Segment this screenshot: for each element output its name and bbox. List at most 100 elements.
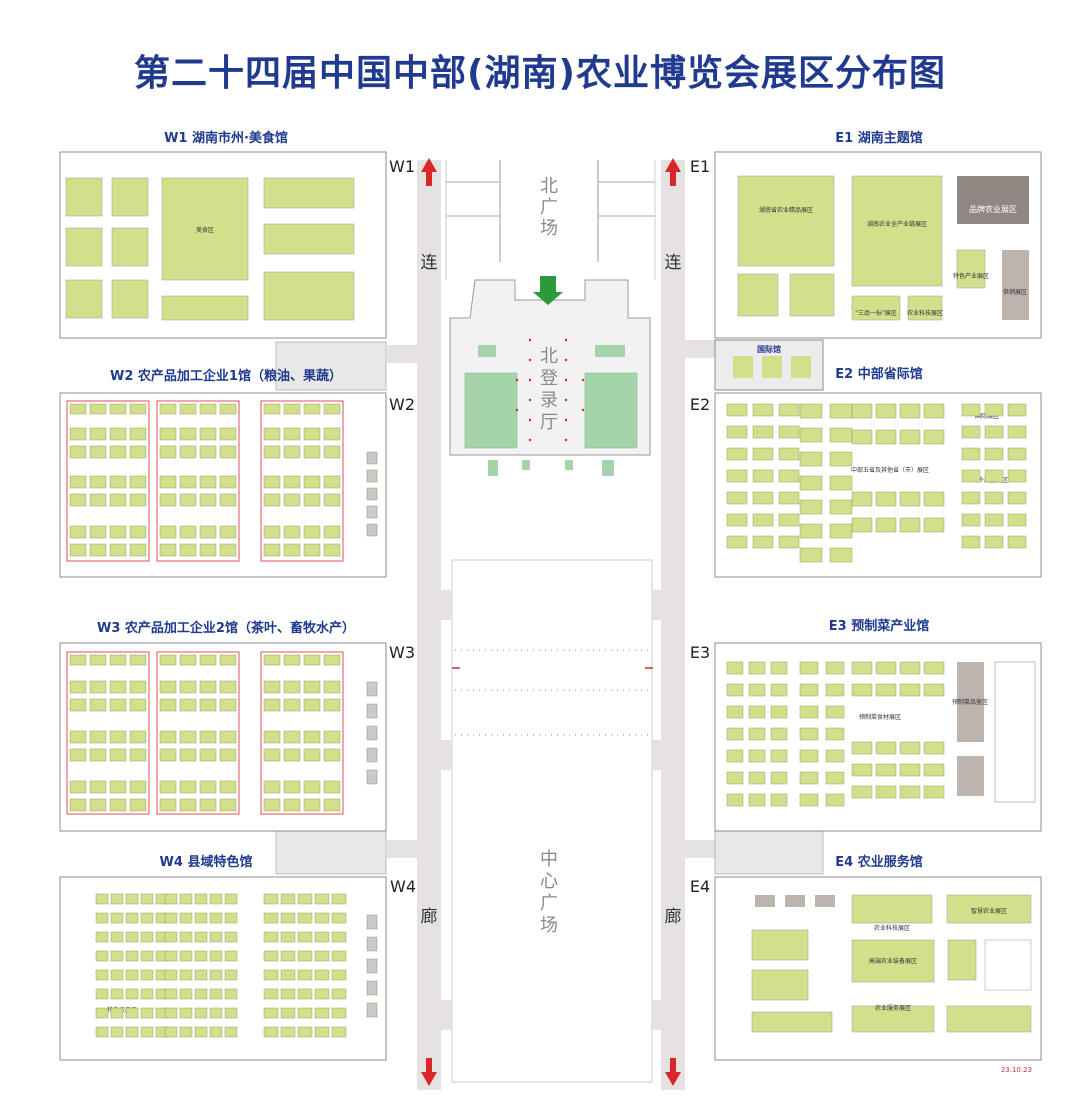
booth — [89, 475, 107, 489]
east-corridor-label-bottom: 廊 — [665, 907, 682, 927]
booth — [323, 798, 341, 812]
north-plaza-char-2: 广 — [540, 197, 558, 218]
booth — [303, 654, 321, 666]
booth — [199, 730, 217, 744]
booth — [69, 780, 87, 794]
booth — [366, 451, 378, 465]
booth — [984, 535, 1004, 549]
booth — [770, 661, 788, 675]
booth — [1007, 447, 1027, 461]
booth — [314, 893, 330, 905]
booth-block-outline — [260, 651, 344, 815]
zone-e1-c: 品牌农业展区 — [969, 204, 1017, 214]
booth — [263, 525, 281, 539]
booth — [314, 988, 330, 1000]
booth — [110, 988, 124, 1000]
booth — [366, 505, 378, 519]
booth — [331, 931, 347, 943]
booth — [159, 493, 177, 507]
booth — [69, 698, 87, 712]
booth — [283, 748, 301, 762]
zone-e1-d: 特色产业展区 — [953, 272, 989, 280]
booth — [263, 445, 281, 459]
booth — [799, 683, 819, 697]
booth — [961, 535, 981, 549]
booth — [179, 493, 197, 507]
booth — [825, 727, 845, 741]
booth — [125, 988, 139, 1000]
booth — [109, 403, 127, 415]
booth — [961, 447, 981, 461]
booth — [109, 493, 127, 507]
booth — [875, 683, 897, 697]
booth — [159, 730, 177, 744]
booth — [799, 793, 819, 807]
booth — [179, 680, 197, 694]
booth — [825, 661, 845, 675]
booth — [164, 912, 178, 924]
booth-grid — [66, 400, 1027, 1038]
booth — [224, 969, 238, 981]
booth — [825, 683, 845, 697]
booth — [224, 912, 238, 924]
booth — [89, 698, 107, 712]
booth — [140, 1026, 154, 1038]
booth — [129, 654, 147, 666]
booth — [899, 763, 921, 777]
booth — [323, 427, 341, 441]
booth — [314, 1007, 330, 1019]
booth — [297, 1007, 313, 1019]
booth — [303, 780, 321, 794]
booth — [199, 543, 217, 557]
booth — [961, 403, 981, 417]
booth — [179, 730, 197, 744]
booth — [984, 425, 1004, 439]
booth — [69, 680, 87, 694]
east-corridor — [661, 160, 685, 1090]
booth — [1007, 425, 1027, 439]
booth — [726, 513, 748, 527]
booth — [851, 785, 873, 799]
lobby-char-2: 登 — [540, 368, 558, 389]
booth — [109, 780, 127, 794]
central-plaza-char-3: 广 — [540, 893, 558, 914]
booth — [748, 793, 766, 807]
booth — [323, 403, 341, 415]
booth — [961, 513, 981, 527]
booth — [89, 493, 107, 507]
booth — [129, 748, 147, 762]
booth — [923, 763, 945, 777]
booth — [1007, 403, 1027, 417]
booth — [303, 680, 321, 694]
booth — [923, 683, 945, 697]
booth — [283, 427, 301, 441]
booth — [799, 705, 819, 719]
booth — [194, 969, 208, 981]
booth — [263, 988, 279, 1000]
hall-title-e1: E1 湖南主题馆 — [835, 130, 922, 146]
booth — [109, 525, 127, 539]
booth — [179, 893, 193, 905]
lobby-char-4: 厅 — [540, 412, 558, 433]
booth — [159, 403, 177, 415]
booth — [323, 730, 341, 744]
booth — [323, 525, 341, 539]
booth — [179, 931, 193, 943]
booth — [323, 543, 341, 557]
booth — [219, 427, 237, 441]
booth — [129, 445, 147, 459]
booth — [799, 403, 823, 419]
north-plaza-char-1: 北 — [540, 176, 558, 197]
booth — [280, 893, 296, 905]
booth — [283, 403, 301, 415]
booth — [770, 793, 788, 807]
hall-title-e3: E3 预制菜产业馆 — [829, 618, 929, 634]
hall-e2 — [714, 392, 1042, 578]
booth — [69, 403, 87, 415]
zone-e4-d: 农业服务展区 — [875, 1004, 911, 1012]
booth — [179, 748, 197, 762]
booth — [179, 698, 197, 712]
booth — [164, 1007, 178, 1019]
e-connector-hall — [714, 825, 824, 875]
